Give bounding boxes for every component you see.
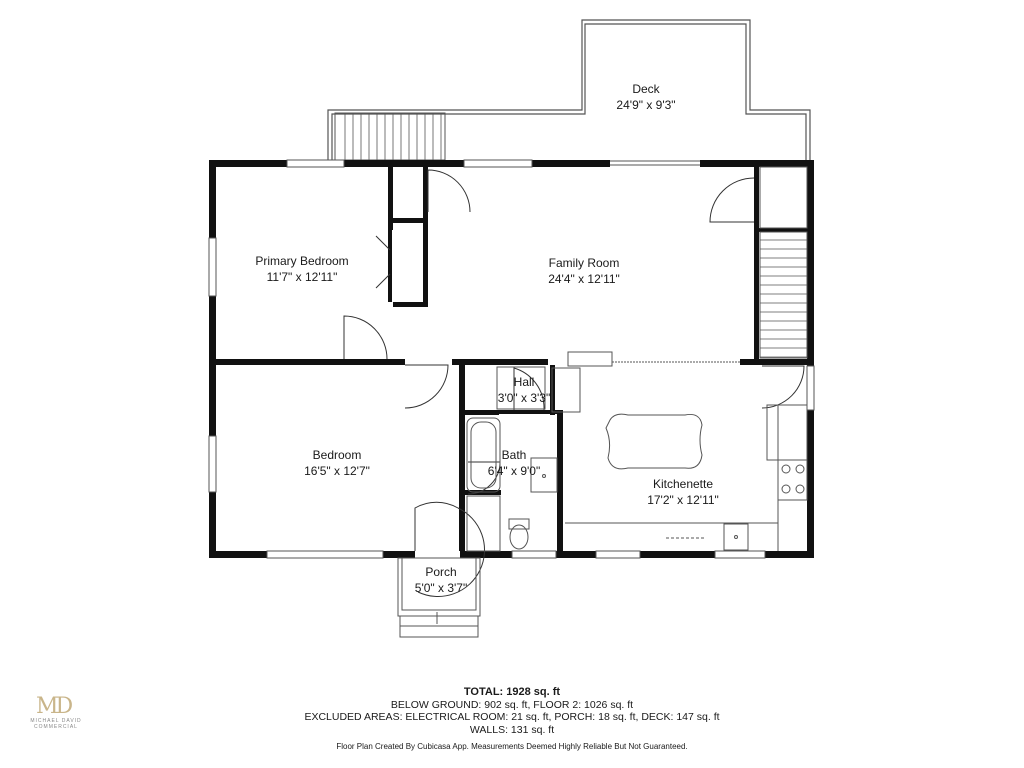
sliding-door (610, 160, 700, 166)
room-size: 5'0" x 3'7" (414, 581, 468, 595)
room-size: 6'4" x 9'0" (487, 464, 541, 478)
logo-mark: MD (36, 694, 73, 719)
room-name: Kitchenette (652, 477, 714, 491)
room-size: 3'0" x 3'3" (497, 391, 551, 405)
room-size: 16'5" x 12'7" (304, 464, 370, 478)
room-name: Porch (425, 565, 457, 579)
bath-fixtures (466, 366, 558, 552)
credit-note: Floor Plan Created By Cubicasa App. Meas… (336, 742, 688, 751)
room-size: 24'4" x 12'11" (548, 272, 620, 286)
room-label-family-room: Family Room 24'4" x 12'11" (548, 255, 620, 287)
room-size: 17'2" x 12'11" (647, 493, 719, 507)
windows (208, 159, 815, 559)
wall-area: WALLS: 131 sq. ft (469, 723, 555, 736)
room-name: Hall (513, 375, 535, 389)
interior-stairs (759, 231, 808, 359)
logo-line-1: MICHAEL DAVID (30, 718, 82, 724)
room-label-kitchenette: Kitchenette 17'2" x 12'11" (647, 476, 719, 508)
room-label-porch: Porch 5'0" x 3'7" (415, 564, 467, 596)
excluded-areas: EXCLUDED AREAS: ELECTRICAL ROOM: 21 sq. … (304, 711, 720, 723)
kitchen-fixtures (551, 351, 808, 551)
room-label-bath: Bath 6'4" x 9'0" (488, 447, 540, 479)
doors (343, 169, 805, 597)
room-name: Bath (501, 448, 527, 462)
deck-outline (327, 19, 811, 160)
room-label-primary-bedroom: Primary Bedroom 11'7" x 12'11" (255, 253, 348, 285)
room-label-bedroom: Bedroom 16'5" x 12'7" (304, 447, 370, 479)
floor-areas: BELOW GROUND: 902 sq. ft, FLOOR 2: 1026 … (390, 698, 634, 711)
room-name: Deck (632, 82, 660, 96)
total-area: TOTAL: 1928 sq. ft (463, 686, 561, 698)
logo-line-2: COMMERCIAL (34, 724, 78, 730)
room-name: Bedroom (312, 448, 362, 462)
deck-stair-treads (344, 113, 442, 160)
interior-stair-treads (760, 239, 807, 358)
walls (209, 160, 814, 558)
logo-wordmark: MICHAEL DAVID COMMERCIAL (26, 718, 86, 730)
room-name: Family Room (548, 256, 620, 270)
room-label-hall: Hall 3'0" x 3'3" (498, 374, 550, 406)
company-logo: MD MICHAEL DAVID COMMERCIAL (26, 694, 86, 734)
room-name: Primary Bedroom (255, 254, 349, 268)
area-summary: TOTAL: 1928 sq. ft BELOW GROUND: 902 sq.… (0, 686, 1024, 736)
porch (397, 557, 481, 638)
room-label-deck: Deck 24'9" x 9'3" (616, 81, 675, 113)
room-size: 11'7" x 12'11" (266, 270, 338, 284)
upper-closet (759, 166, 808, 229)
deck-stairs (334, 112, 446, 161)
room-size: 24'9" x 9'3" (616, 98, 676, 112)
